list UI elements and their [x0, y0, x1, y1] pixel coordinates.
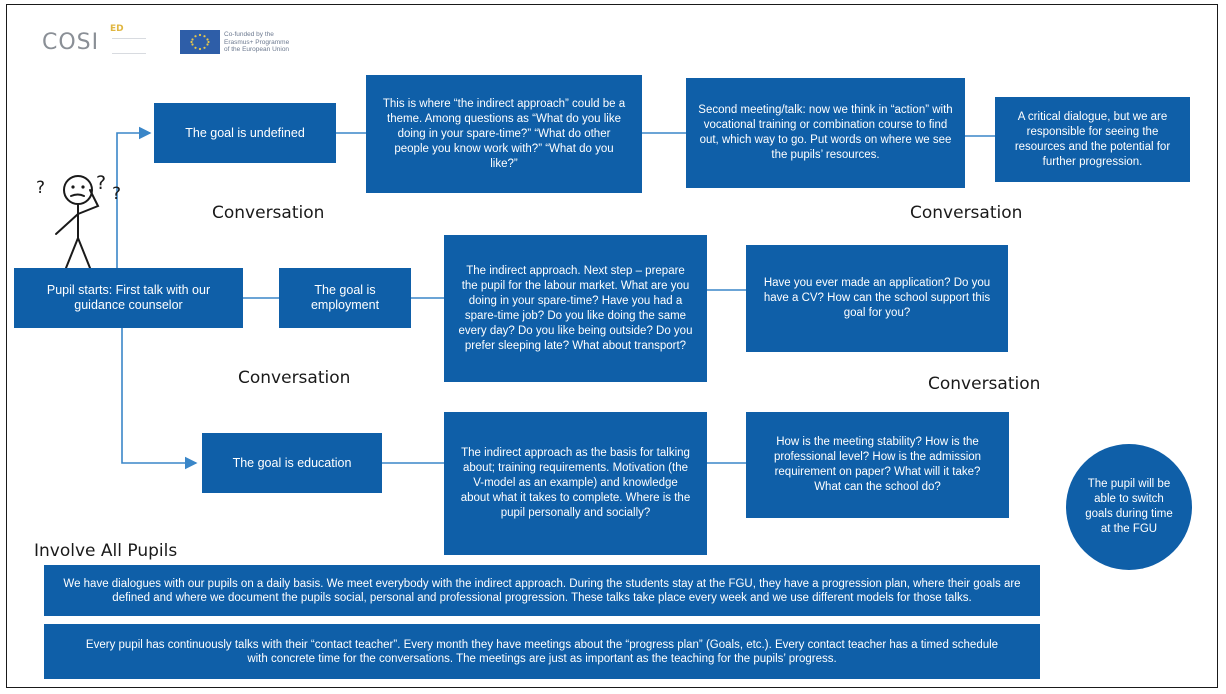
eu-caption: Co-funded by the Erasmus+ Programme of t…: [224, 31, 289, 54]
node-start: Pupil starts: First talk with our guidan…: [14, 268, 243, 328]
cosi-logo-lines: [112, 38, 146, 54]
eu-stars-icon: [190, 33, 210, 51]
node-undefined-second: Second meeting/talk: now we think in “ac…: [686, 78, 965, 188]
cosi-logo-text: COSI: [42, 30, 100, 55]
node-goal-employment: The goal is employment: [279, 268, 411, 328]
node-goal-undefined: The goal is undefined: [154, 103, 336, 163]
node-undefined-critical: A critical dialogue, but we are responsi…: [995, 97, 1190, 182]
eu-caption-line: Co-funded by the: [224, 31, 274, 38]
conversation-label: Conversation: [238, 368, 351, 388]
involve-paragraph-2: Every pupil has continuously talks with …: [44, 624, 1040, 679]
conversation-label: Conversation: [910, 203, 1023, 223]
cosi-logo-sup: ED: [110, 24, 124, 34]
question-mark-mid: ?: [96, 172, 107, 194]
thinking-stick-figure-icon: [55, 175, 100, 269]
node-undefined-indirect: This is where “the indirect approach” co…: [366, 75, 642, 193]
node-goal-education: The goal is education: [202, 433, 382, 493]
question-mark-left: ?: [36, 178, 46, 198]
link-start-to-education: [121, 328, 198, 470]
involve-paragraph-1: We have dialogues with our pupils on a d…: [44, 565, 1040, 616]
conversation-label: Conversation: [212, 203, 325, 223]
node-switch-goals: The pupil will be able to switch goals d…: [1066, 444, 1192, 570]
question-mark-right: ?: [112, 184, 122, 204]
node-education-indirect: The indirect approach as the basis for t…: [444, 412, 707, 555]
node-education-stability: How is the meeting stability? How is the…: [746, 412, 1009, 518]
conversation-label: Conversation: [928, 374, 1041, 394]
node-employment-indirect: The indirect approach. Next step – prepa…: [444, 235, 707, 382]
eu-caption-line: of the European Union: [224, 46, 290, 53]
eu-flag-logo: [180, 30, 220, 54]
link-start-to-undefined: [116, 126, 152, 268]
involve-heading: Involve All Pupils: [34, 541, 178, 561]
node-employment-application: Have you ever made an application? Do yo…: [746, 245, 1008, 352]
eu-caption-line: Erasmus+ Programme: [224, 38, 290, 46]
